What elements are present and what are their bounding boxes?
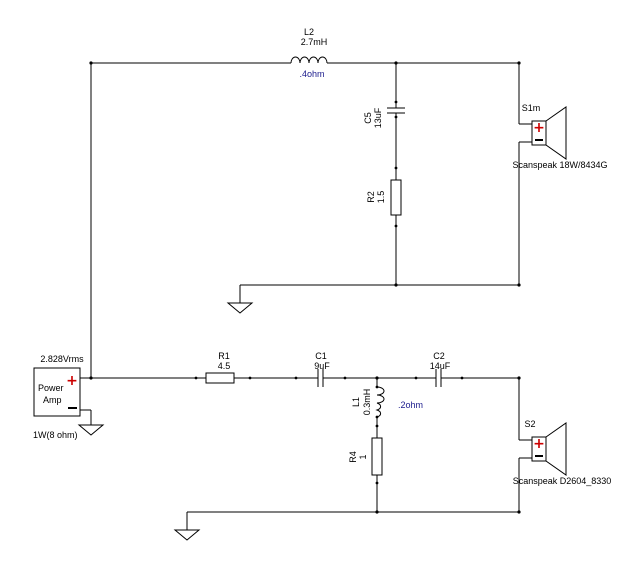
s1m-model-label: Scanspeak 18W/8434G	[512, 160, 607, 170]
resistor-r2: R2 1.5	[366, 166, 402, 228]
capacitor-c1: C1 9uF	[294, 351, 347, 387]
tweeter-branch-wires	[80, 377, 532, 530]
amp-voltage-label: 2.828Vrms	[40, 354, 84, 364]
ground-icon-amp	[77, 424, 105, 436]
inductor-l2: L2 2.7mH .4ohm	[290, 27, 328, 79]
l1-value-label: 0.3mH	[362, 389, 372, 416]
r2-ref-label: R2	[366, 191, 376, 203]
c1-ref-label: C1	[315, 351, 327, 361]
amp-plus-icon: +	[66, 373, 78, 389]
s2-plus-icon: +	[533, 436, 545, 452]
amp-power-label: 1W(8 ohm)	[33, 430, 78, 440]
r2-value-label: 1.5	[376, 191, 386, 204]
r4-value-label: 1	[358, 454, 368, 459]
s1m-plus-icon: +	[533, 120, 545, 136]
inductor-l1: L1 0.3mH .2ohm	[351, 385, 423, 419]
s1m-ref-label: S1m	[522, 103, 541, 113]
l2-resistance-label: .4ohm	[299, 69, 324, 79]
power-amp: 2.828Vrms Power Amp + 1W(8 ohm)	[33, 354, 84, 440]
r4-ref-label: R4	[348, 451, 358, 463]
c2-ref-label: C2	[433, 351, 445, 361]
ground-icon-tweeter	[173, 529, 201, 541]
l1-resistance-label: .2ohm	[398, 400, 423, 410]
c5-value-label: 13uF	[373, 107, 383, 128]
amp-name-line1: Power	[38, 383, 64, 393]
l2-value-label: 2.7mH	[301, 37, 328, 47]
junction-dots	[89, 61, 521, 514]
resistor-r1: R1 4.5	[194, 351, 252, 384]
resistor-r4: R4 1	[348, 424, 383, 485]
s2-ref-label: S2	[524, 419, 535, 429]
c5-ref-label: C5	[363, 112, 373, 124]
l1-ref-label: L1	[351, 397, 361, 407]
speaker-s1m: + S1m Scanspeak 18W/8434G	[512, 103, 607, 170]
ground-icon-woofer	[226, 302, 254, 314]
woofer-branch-wires	[90, 62, 532, 378]
amp-name-line2: Amp	[43, 395, 62, 405]
l2-ref-label: L2	[304, 27, 314, 37]
c2-value-label: 14uF	[430, 361, 451, 371]
capacitor-c5: C5 13uF	[363, 100, 405, 128]
s2-model-label: Scanspeak D2604_8330	[513, 476, 612, 486]
capacitor-c2: C2 14uF	[414, 351, 464, 387]
speaker-s2: + S2 Scanspeak D2604_8330	[513, 419, 612, 486]
r1-ref-label: R1	[218, 351, 230, 361]
c1-value-label: 9uF	[314, 361, 330, 371]
r1-value-label: 4.5	[218, 361, 231, 371]
